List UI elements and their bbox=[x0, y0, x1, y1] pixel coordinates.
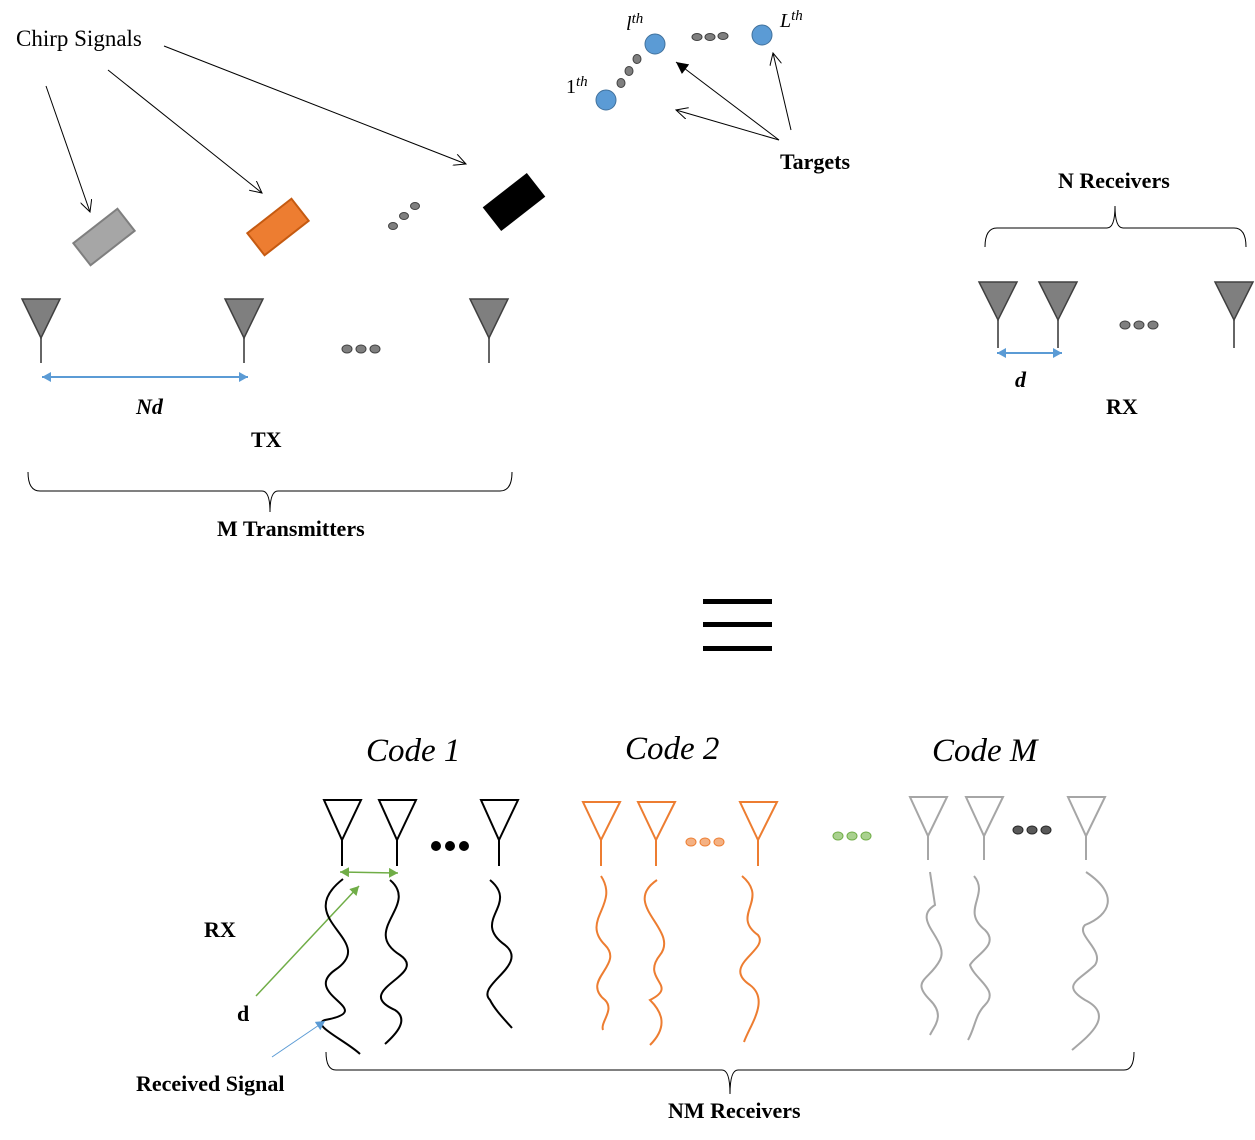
chirp-signal-m bbox=[482, 172, 546, 232]
codeM-label: Code M bbox=[932, 733, 1039, 769]
target-L-label: Lth bbox=[779, 8, 803, 32]
n-receivers-label: N Receivers bbox=[1058, 168, 1170, 193]
code2-ellipsis-icon bbox=[685, 837, 725, 847]
chirp-signal-1 bbox=[71, 207, 137, 267]
rx-ellipsis-icon bbox=[1119, 320, 1159, 330]
chirp-arrow-m bbox=[163, 45, 466, 164]
chirp-ellipsis-icon bbox=[388, 202, 420, 230]
tx-antenna-1 bbox=[20, 298, 62, 363]
nm-receivers-label: NM Receivers bbox=[668, 1098, 801, 1123]
nm-receivers-brace bbox=[325, 1051, 1135, 1095]
d-pointer-arrow bbox=[255, 885, 360, 997]
targets-arrow-L bbox=[773, 53, 792, 131]
chirp-signals-label: Chirp Signals bbox=[16, 26, 142, 51]
d-spacing-arrow-bottom bbox=[339, 867, 399, 878]
m-transmitters-label: M Transmitters bbox=[217, 516, 365, 541]
received-signal-label: Received Signal bbox=[136, 1071, 285, 1096]
codeM-signal-1 bbox=[920, 871, 943, 1036]
targets-arrow-first bbox=[676, 110, 780, 141]
rx-antenna-n bbox=[1213, 281, 1255, 348]
code1-antenna-1 bbox=[322, 799, 363, 866]
code1-signal-n bbox=[486, 879, 513, 1029]
code2-label: Code 2 bbox=[625, 731, 719, 767]
received-signal-arrow bbox=[271, 1020, 326, 1058]
target-L bbox=[751, 24, 773, 46]
tx-antenna-2 bbox=[223, 298, 265, 363]
code2-signal-2 bbox=[643, 879, 666, 1046]
tx-label: TX bbox=[251, 427, 282, 452]
code1-ellipsis-icon bbox=[431, 841, 469, 851]
target-ellipsis-diagonal-icon bbox=[616, 54, 642, 88]
codeM-signal-n bbox=[1071, 871, 1109, 1051]
rx-label-top: RX bbox=[1106, 394, 1138, 419]
tx-antenna-m bbox=[468, 298, 510, 363]
codeM-ellipsis-icon bbox=[1012, 825, 1052, 835]
code2-antenna-n bbox=[738, 801, 779, 866]
nd-label: Nd bbox=[135, 394, 164, 419]
code1-label: Code 1 bbox=[366, 733, 460, 769]
target-l-label: lth bbox=[626, 11, 643, 35]
code2-signal-1 bbox=[595, 875, 612, 1031]
codeM-signal-2 bbox=[967, 875, 991, 1041]
n-receivers-brace bbox=[984, 205, 1247, 248]
tx-ellipsis-icon bbox=[341, 344, 381, 354]
d-label-top: d bbox=[1015, 367, 1027, 392]
code2-antenna-1 bbox=[581, 801, 622, 866]
targets-label: Targets bbox=[780, 149, 851, 174]
code2-antenna-2 bbox=[636, 801, 677, 866]
codes-ellipsis-icon bbox=[832, 831, 872, 841]
target-first-label: 1th bbox=[566, 74, 588, 98]
code1-signal-2 bbox=[379, 879, 408, 1045]
m-transmitters-brace bbox=[27, 471, 513, 513]
targets-arrow-l bbox=[675, 61, 780, 141]
target-ellipsis-horizontal-icon bbox=[691, 32, 729, 41]
rx-antenna-2 bbox=[1037, 281, 1079, 348]
chirp-arrow-2 bbox=[107, 69, 262, 193]
target-l bbox=[644, 33, 666, 55]
codeM-antenna-n bbox=[1066, 796, 1107, 860]
chirp-arrow-1 bbox=[45, 85, 90, 212]
codeM-antenna-1 bbox=[908, 796, 949, 860]
codeM-antenna-2 bbox=[964, 796, 1005, 860]
d-label-bottom: d bbox=[237, 1001, 249, 1026]
code1-antenna-2 bbox=[377, 799, 418, 866]
code2-signal-n bbox=[739, 875, 761, 1043]
target-first bbox=[595, 89, 617, 111]
chirp-signal-2 bbox=[245, 197, 311, 257]
code1-antenna-n bbox=[479, 799, 520, 866]
rx-label-bottom: RX bbox=[204, 917, 236, 942]
equivalence-icon bbox=[703, 599, 772, 651]
rx-antenna-1 bbox=[977, 281, 1019, 348]
